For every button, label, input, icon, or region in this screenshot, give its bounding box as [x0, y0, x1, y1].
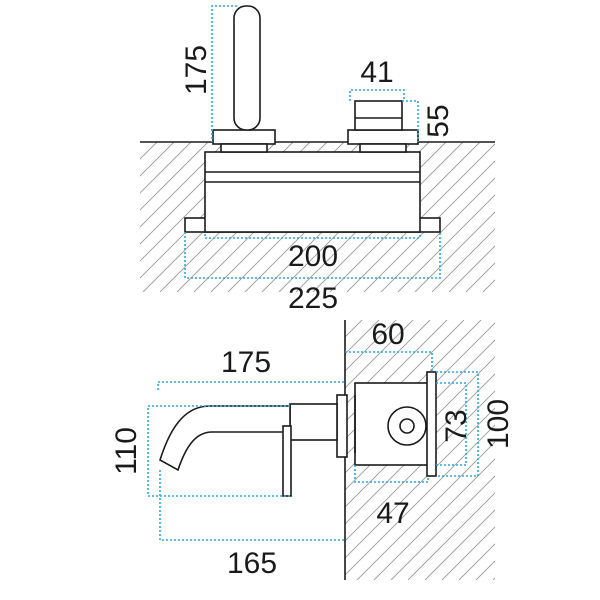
top-body — [204, 151, 421, 233]
top-hatch-line — [140, 142, 192, 194]
dim-spout-height: 175 — [180, 5, 237, 142]
top-hatch-line — [140, 142, 158, 160]
top-hatch-line — [140, 142, 209, 211]
top-spout — [233, 5, 261, 131]
top-hatch-line — [431, 228, 495, 292]
dim-handle-width: 41 — [349, 56, 405, 101]
top-spout-neck — [220, 143, 268, 153]
side-spout-body — [289, 403, 338, 441]
top-hatch-line — [397, 194, 495, 292]
top-handle-neck — [359, 143, 407, 153]
dim-body-depth-label: 60 — [371, 318, 404, 351]
side-hatch-line — [345, 320, 414, 389]
dim-handle-height: 55 — [402, 100, 455, 142]
side-hatch-line — [424, 509, 495, 580]
side-hatch-line — [345, 320, 448, 423]
top-hatch-line — [380, 177, 495, 292]
side-plate — [426, 371, 437, 477]
side-hatch-line — [356, 441, 495, 580]
top-hatch-line — [346, 143, 495, 292]
top-hatch-line — [140, 142, 226, 228]
dim-plate-height: 100 — [436, 371, 515, 477]
dim-spout-drop: 110 — [110, 405, 290, 497]
top-hatch-line — [414, 211, 495, 292]
dim-body-depth: 60 — [345, 318, 433, 372]
side-hatch-line — [345, 407, 495, 559]
top-hatch-line — [363, 160, 495, 292]
side-hatch-line — [458, 543, 495, 580]
top-hatch-line — [140, 142, 141, 143]
dim-body-width-label: 200 — [288, 240, 338, 273]
dim-body-width: 200 — [204, 234, 421, 273]
dim-body-height: 73 — [436, 382, 473, 466]
side-hatch-line — [441, 526, 495, 580]
top-handle-flange — [347, 129, 419, 145]
dim-handle-height-label: 55 — [422, 104, 455, 137]
side-view: 175 110 165 60 73 100 47 — [110, 318, 600, 580]
side-hatch-line — [345, 320, 431, 406]
side-spout — [159, 405, 291, 472]
dim-spout-height-label: 175 — [180, 45, 213, 95]
dim-spout-reach-label: 175 — [221, 346, 271, 379]
dim-spout-drop-label: 110 — [110, 427, 143, 475]
top-hatch-line — [140, 142, 175, 177]
side-hatch-line — [407, 492, 495, 580]
dim-total-projection: 165 — [159, 470, 345, 580]
side-hatch-line — [345, 320, 397, 372]
top-hatch-line — [465, 262, 495, 292]
top-hatch-line — [482, 279, 495, 292]
side-hatch-line — [373, 458, 495, 580]
side-hatch-line — [345, 424, 495, 576]
top-hatch-line — [448, 245, 495, 292]
dim-spout-reach: 175 — [157, 346, 345, 390]
top-hatch-line — [500, 142, 600, 292]
dim-handle-width-label: 41 — [360, 56, 393, 89]
dim-box-depth: 47 — [354, 465, 429, 530]
dim-plate-width: 225 — [184, 232, 441, 315]
side-hatch-line — [390, 475, 495, 580]
dim-plate-height-label: 100 — [482, 399, 515, 449]
side-hatch-line — [345, 320, 482, 457]
dim-body-height-label: 73 — [440, 409, 473, 442]
side-hatch-line — [345, 320, 465, 440]
side-hatch-line — [510, 320, 600, 580]
side-valve-core — [399, 418, 415, 434]
top-spout-flange — [212, 129, 276, 145]
side-handle-lever — [282, 425, 292, 497]
dim-box-depth-label: 47 — [376, 497, 409, 530]
top-view: 175 41 55 200 225 — [140, 5, 600, 315]
dim-total-projection-label: 165 — [227, 547, 277, 580]
top-handle-knob — [354, 100, 403, 131]
side-spout-flange — [336, 394, 348, 458]
dim-plate-width-label: 225 — [288, 282, 338, 315]
